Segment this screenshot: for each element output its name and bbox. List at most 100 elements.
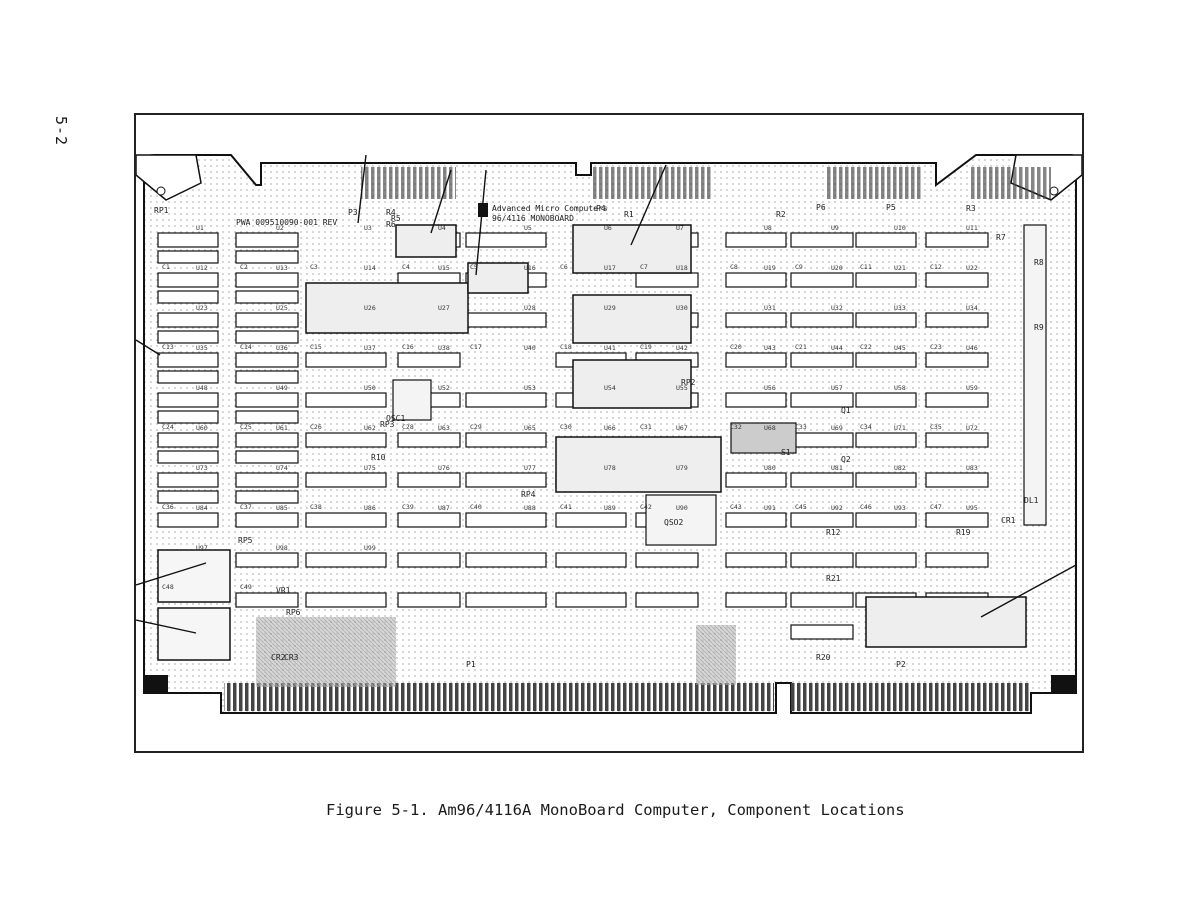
chip-label: U91 (764, 504, 776, 512)
dip-chip-outline (725, 592, 787, 608)
component-label: P4 (596, 204, 606, 213)
chip-label: U97 (196, 544, 208, 552)
chip-label: U65 (524, 424, 536, 432)
dip-chip-outline (465, 312, 547, 328)
dip-chip-outline (157, 352, 219, 368)
chip-label: U11 (966, 224, 978, 232)
dip-chip-outline (925, 272, 989, 288)
chip-label: U7 (676, 224, 684, 232)
dip-chip-outline (235, 490, 299, 504)
chip-label: U98 (276, 544, 288, 552)
capacitor-label: C3 (310, 263, 318, 271)
dip-chip-outline (925, 232, 989, 248)
capacitor-label: C26 (310, 423, 322, 431)
dip-chip-outline (157, 272, 219, 288)
dip-chip-outline (555, 552, 627, 568)
chip-label: U35 (196, 344, 208, 352)
dip-chip-outline (925, 552, 989, 568)
chip-label: U15 (438, 264, 450, 272)
chip-label: U32 (831, 304, 843, 312)
dip-chip-outline (465, 512, 547, 528)
chip-label: U12 (196, 264, 208, 272)
chip-label: U56 (764, 384, 776, 392)
component-label: QSO2 (664, 518, 683, 527)
capacitor-label: C45 (795, 503, 807, 511)
chip-label: U99 (364, 544, 376, 552)
dip-chip-outline (855, 432, 917, 448)
chip-label: U62 (364, 424, 376, 432)
dip-chip-outline (235, 370, 299, 384)
chip-label: U40 (524, 344, 536, 352)
dip-chip-outline (235, 392, 299, 408)
capacitor-label: C9 (795, 263, 803, 271)
dip-chip-outline (157, 490, 219, 504)
dip-chip-outline (305, 352, 387, 368)
chip-label: U69 (831, 424, 843, 432)
dip-chip-outline (555, 512, 627, 528)
board-marking-text: Advanced Micro Computers 96/4116 MONOBOA… (236, 203, 608, 227)
chip-label: U90 (676, 504, 688, 512)
bottom-edge-connector-p2 (791, 683, 1029, 711)
dip-chip-outline (725, 312, 787, 328)
capacitor-label: C46 (860, 503, 872, 511)
chip-label: U22 (966, 264, 978, 272)
chip-label: U18 (676, 264, 688, 272)
chip-label: U14 (364, 264, 376, 272)
capacitor-label: C5 (470, 263, 478, 271)
dip-chip-outline (157, 250, 219, 264)
dip-chip-outline (235, 250, 299, 264)
component-label: Q1 (841, 406, 851, 415)
capacitor-label: C24 (162, 423, 174, 431)
dip-chip-outline (235, 312, 299, 328)
capacitor-label: C23 (930, 343, 942, 351)
capacitor-label: C11 (860, 263, 872, 271)
dip-chip-outline (925, 312, 989, 328)
component-label: P5 (886, 203, 896, 212)
chip-label: U48 (196, 384, 208, 392)
dip-chip-outline (397, 352, 461, 368)
dip-chip-outline (235, 272, 299, 288)
large-ic-packages (157, 224, 1047, 661)
capacitor-label: C12 (930, 263, 942, 271)
dip-chip-outline (235, 450, 299, 464)
component-label: Q2 (841, 455, 851, 464)
chip-label: U4 (438, 224, 446, 232)
dip-chip-outline (790, 624, 854, 640)
dip-chip-outline (305, 592, 387, 608)
component-label: RP1 (154, 206, 169, 215)
capacitor-label: C33 (795, 423, 807, 431)
dip-chip-outline (790, 472, 854, 488)
dip-chip-outline (157, 392, 219, 408)
dip-chip-outline (157, 432, 219, 448)
component-label: RP5 (238, 536, 253, 545)
dip-chip-outline (235, 512, 299, 528)
dip-chip-outline (305, 392, 387, 408)
dip-chip-outline (855, 232, 917, 248)
dip-chip-outline (725, 392, 787, 408)
dip-chip-outline (725, 352, 787, 368)
dip-chip-outline (235, 410, 299, 424)
component-label: R7 (996, 233, 1006, 242)
dip-chip-outline (855, 272, 917, 288)
capacitor-label: C13 (162, 343, 174, 351)
chip-label: U44 (831, 344, 843, 352)
component-label: RP2 (681, 378, 696, 387)
component-label: R19 (956, 528, 971, 537)
dip-chip-outline (157, 232, 219, 248)
chip-label: U95 (966, 504, 978, 512)
chip-label: U26 (364, 304, 376, 312)
chip-label: U84 (196, 504, 208, 512)
dip-chip-outline (157, 370, 219, 384)
component-label: P2 (896, 660, 906, 669)
chip-label: U60 (196, 424, 208, 432)
dip-chip-outline (465, 432, 547, 448)
component-label: R9 (1034, 323, 1044, 332)
component-label: CR3 (284, 653, 299, 662)
chip-label: U8 (764, 224, 772, 232)
chip-label: U81 (831, 464, 843, 472)
chip-label: U16 (524, 264, 536, 272)
chip-label: U38 (438, 344, 450, 352)
chip-label: U88 (524, 504, 536, 512)
chip-label: U31 (764, 304, 776, 312)
capacitor-label: C19 (640, 343, 652, 351)
